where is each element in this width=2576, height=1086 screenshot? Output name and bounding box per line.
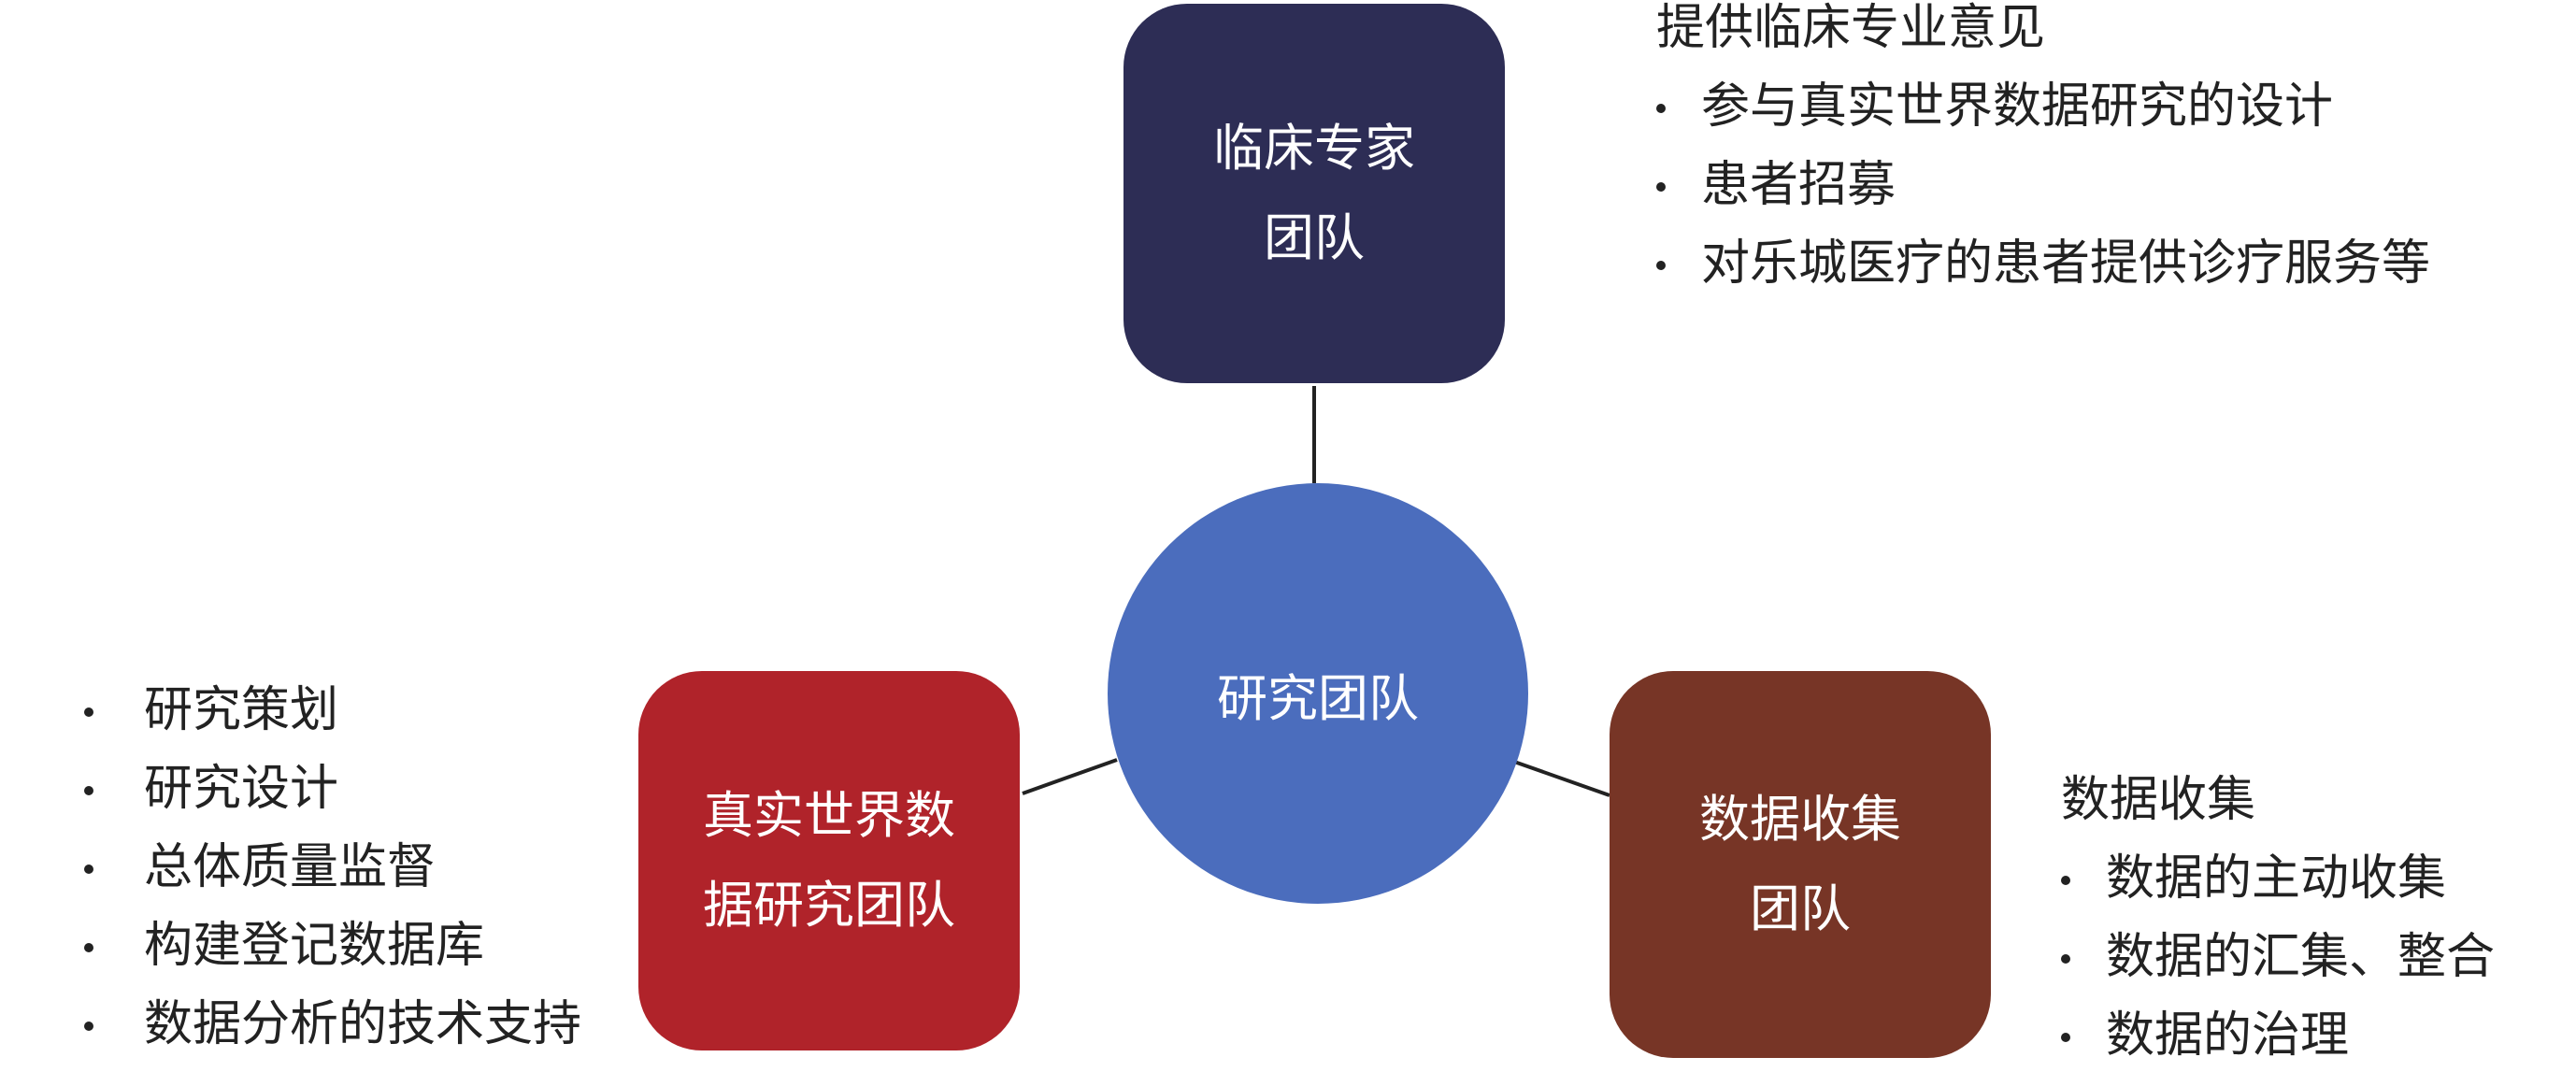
rwd-research-team-label-line-2: 据研究团队: [703, 876, 955, 935]
list-item: 数据的主动收集: [2061, 850, 2566, 907]
connector-center-to-rwd: [1022, 758, 1118, 795]
data-collection-team-label-line-2: 团队: [1750, 879, 1851, 938]
rwd-research-team-label-line-1: 真实世界数: [703, 786, 955, 845]
list-item: 患者招募: [1656, 157, 2432, 213]
list-item: 研究设计: [84, 761, 664, 817]
clinical-expert-team-node: 临床专家 团队: [1123, 4, 1505, 383]
rwd-responsibilities-list: 研究策划 研究设计 总体质量监督 构建登记数据库 数据分析的技术支持: [84, 682, 664, 1052]
data-collection-team-label-line-1: 数据收集: [1699, 790, 1901, 849]
clinical-expert-team-label-line-2: 团队: [1264, 208, 1365, 267]
data-collection-heading: 数据收集: [2061, 772, 2256, 828]
list-item: 数据的治理: [2061, 1007, 2566, 1064]
data-collection-team-node: 数据收集 团队: [1610, 671, 1991, 1058]
rwd-responsibilities: 研究策划 研究设计 总体质量监督 构建登记数据库 数据分析的技术支持: [84, 682, 664, 1075]
connector-center-to-data-collection: [1513, 760, 1610, 797]
list-item: 数据的汇集、整合: [2061, 929, 2566, 985]
list-item: 研究策划: [84, 682, 664, 738]
clinical-responsibilities-list: 参与真实世界数据研究的设计 患者招募 对乐城医疗的患者提供诊疗服务等: [1656, 79, 2432, 292]
research-team-label: 研究团队: [1217, 668, 1419, 728]
clinical-responsibilities-heading: 提供临床专业意见: [1656, 0, 2046, 56]
list-item: 对乐城医疗的患者提供诊疗服务等: [1656, 236, 2432, 292]
rwd-research-team-node: 真实世界数 据研究团队: [638, 671, 1020, 1050]
data-collection-responsibilities: 数据收集 数据的主动收集 数据的汇集、整合 数据的治理: [2061, 772, 2566, 1086]
data-collection-list: 数据的主动收集 数据的汇集、整合 数据的治理: [2061, 850, 2566, 1064]
list-item: 数据分析的技术支持: [84, 996, 664, 1052]
research-team-center-node: 研究团队: [1108, 483, 1528, 904]
list-item: 参与真实世界数据研究的设计: [1656, 79, 2432, 135]
clinical-expert-team-label-line-1: 临床专家: [1213, 119, 1415, 178]
list-item: 构建登记数据库: [84, 918, 664, 974]
clinical-responsibilities: 提供临床专业意见 参与真实世界数据研究的设计 患者招募 对乐城医疗的患者提供诊疗…: [1656, 0, 2432, 314]
list-item: 总体质量监督: [84, 839, 664, 895]
